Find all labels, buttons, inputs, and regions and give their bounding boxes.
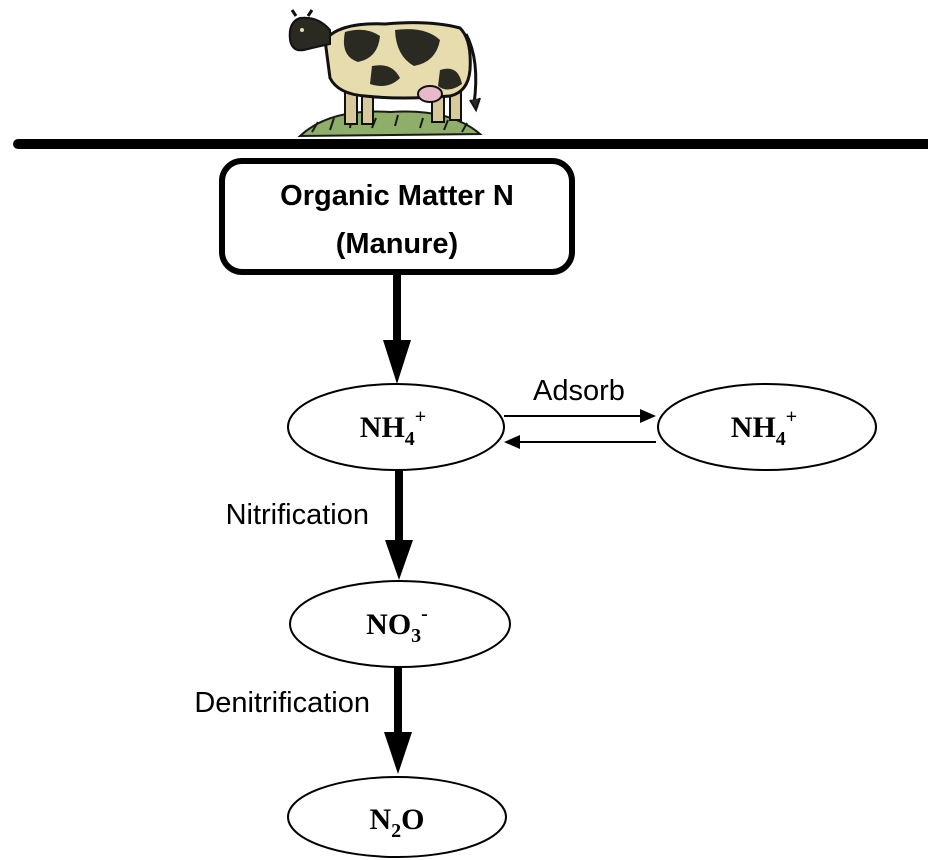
svg-text:NO3-: NO3-	[366, 603, 428, 647]
nitrous-oxide-subscript: 2	[391, 820, 401, 842]
ammonium-node: NH4+	[287, 383, 505, 471]
ammonium-subscript: 4	[405, 428, 415, 450]
ammonium-base: NH	[360, 411, 405, 444]
adsorbed-ammonium-subscript: 4	[776, 428, 786, 450]
ammonium-superscript: +	[415, 406, 426, 428]
denitrification-label: Denitrification	[194, 687, 370, 719]
svg-text:N2O: N2O	[369, 803, 424, 842]
nitrous-oxide-base: N	[369, 803, 391, 836]
nitrous-oxide-tail: O	[401, 803, 424, 836]
organic-matter-label: Organic Matter N	[280, 180, 514, 212]
nitrification-label: Nitrification	[226, 499, 369, 531]
nitrate-subscript: 3	[411, 625, 421, 647]
adsorbed-ammonium-superscript: +	[786, 406, 797, 428]
mineralization-arrow	[383, 275, 411, 384]
cow-icon	[288, 9, 483, 138]
organic-matter-box: Organic Matter N (Manure)	[219, 158, 575, 275]
nitrous-oxide-node: N2O	[287, 776, 507, 858]
nitrification-arrow: Nitrification	[226, 470, 413, 580]
adsorb-arrows: Adsorb	[504, 375, 656, 449]
nitrate-node: NO3-	[289, 580, 511, 668]
nitrate-superscript: -	[421, 603, 428, 625]
adsorbed-ammonium-base: NH	[731, 411, 776, 444]
denitrification-arrow: Denitrification	[194, 667, 412, 774]
svg-text:NH4+: NH4+	[731, 406, 797, 450]
adsorb-label: Adsorb	[533, 375, 625, 407]
manure-label: (Manure)	[336, 228, 458, 260]
svg-text:NH4+: NH4+	[360, 406, 426, 450]
nitrate-base: NO	[366, 608, 411, 641]
adsorbed-ammonium-node: NH4+	[657, 383, 877, 471]
